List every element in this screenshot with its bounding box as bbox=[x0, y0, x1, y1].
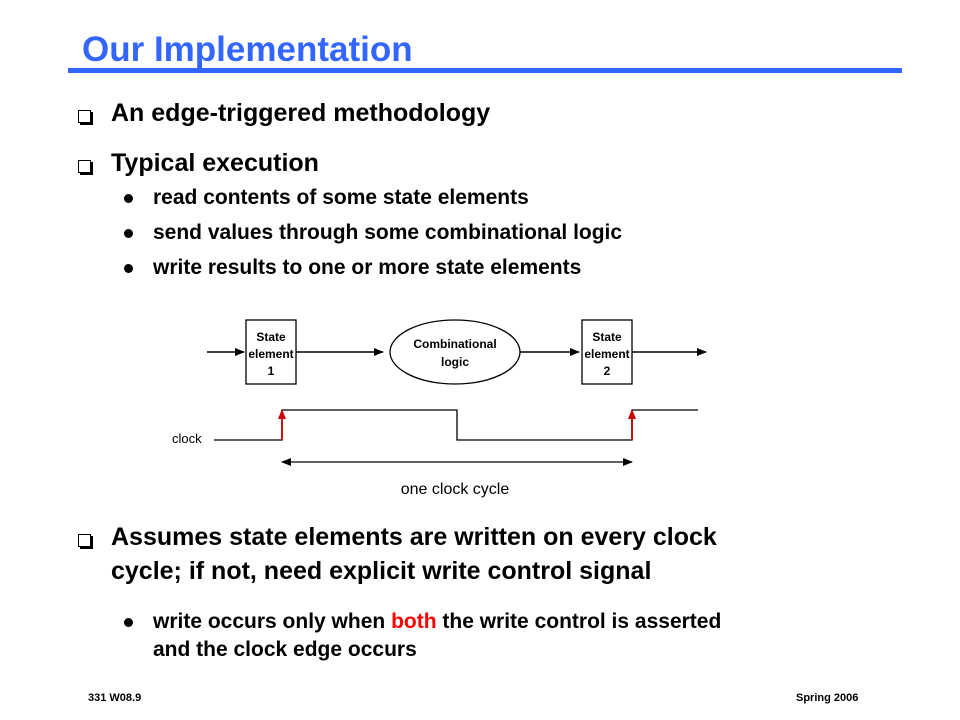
text-after-highlight: the write control is asserted bbox=[436, 610, 722, 633]
state1-line2: element bbox=[248, 347, 293, 361]
sub-bullet-line2: and the clock edge occurs bbox=[153, 638, 417, 661]
bullet-edge-triggered: An edge-triggered methodology bbox=[78, 96, 490, 130]
sub-bullet-write-occurs: write occurs only when both the write co… bbox=[124, 608, 721, 664]
square-bullet-icon bbox=[78, 160, 91, 173]
sub-bullet-line1: write occurs only when both the write co… bbox=[124, 608, 721, 636]
state-element-1-box bbox=[245, 319, 297, 385]
dot-bullet-icon bbox=[124, 264, 133, 273]
dot-bullet-icon bbox=[124, 229, 133, 238]
footer-course-id: 331 W08.9 bbox=[88, 692, 142, 704]
footer-term: Spring 2006 bbox=[796, 692, 859, 704]
sub-bullet-send: send values through some combinational l… bbox=[124, 219, 622, 247]
square-bullet-icon bbox=[78, 110, 91, 123]
sub-bullet-read: read contents of some state elements bbox=[124, 184, 529, 212]
bullet-text: An edge-triggered methodology bbox=[111, 99, 491, 127]
state1-line3: 1 bbox=[268, 364, 275, 378]
dot-bullet-icon bbox=[124, 618, 133, 627]
sub-bullet-text: read contents of some state elements bbox=[153, 186, 529, 209]
state1-line1: State bbox=[256, 330, 286, 344]
clock-waveform bbox=[214, 409, 698, 441]
bullet-assumes: Assumes state elements are written on ev… bbox=[78, 520, 717, 588]
bullet-line2: cycle; if not, need explicit write contr… bbox=[111, 557, 652, 585]
state2-line2: element bbox=[584, 347, 629, 361]
bullet-typical-execution: Typical execution bbox=[78, 146, 319, 180]
sub-bullet-text: send values through some combinational l… bbox=[153, 221, 623, 244]
logic-line1: Combinational bbox=[413, 337, 496, 351]
sub-bullet-write: write results to one or more state eleme… bbox=[124, 254, 581, 282]
state-element-2-box bbox=[581, 319, 633, 385]
slide-title: Our Implementation bbox=[82, 30, 413, 69]
sub-bullet-text: write results to one or more state eleme… bbox=[153, 256, 582, 279]
bullet-text: Typical execution bbox=[111, 149, 319, 177]
logic-line2: logic bbox=[441, 355, 469, 369]
title-underline bbox=[68, 68, 902, 73]
state2-line3: 2 bbox=[604, 364, 611, 378]
text-before-highlight: write occurs only when bbox=[153, 610, 392, 633]
dot-bullet-icon bbox=[124, 194, 133, 203]
highlight-both: both bbox=[391, 610, 437, 633]
clock-label: clock bbox=[172, 431, 202, 446]
state2-line1: State bbox=[592, 330, 622, 344]
square-bullet-icon bbox=[78, 534, 91, 547]
cycle-label: one clock cycle bbox=[401, 481, 510, 498]
combinational-logic-ellipse bbox=[389, 319, 521, 385]
bullet-line1: Assumes state elements are written on ev… bbox=[111, 523, 717, 551]
